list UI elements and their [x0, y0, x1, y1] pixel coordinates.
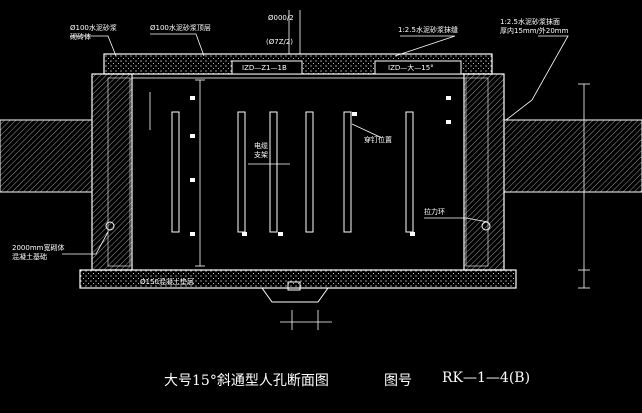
beam-left-label: IZD—Z1—1B [242, 64, 287, 72]
mortar-right-label: 1:2.5水泥砂浆抹缝 [398, 25, 458, 34]
right-duct [503, 119, 642, 193]
pulling-ring-label: 拉力环 [424, 207, 445, 216]
base-slab [79, 269, 517, 289]
mid-dim-top: Ø000/2 [268, 14, 294, 22]
cable-supports [171, 111, 414, 233]
beam-right [374, 60, 462, 75]
pulling-ring-icon [105, 221, 115, 231]
drawing-number-label: 图号 [384, 373, 412, 389]
leader-lines [62, 33, 569, 255]
beam-left [231, 60, 303, 75]
dimension-lines [149, 10, 590, 330]
left-base-note: 2000mm宽砌体混凝土基础 [12, 243, 64, 261]
support-rail [305, 111, 314, 233]
drawing-number: RK—1—4(B) [442, 370, 531, 386]
support-rail [269, 111, 278, 233]
left-wall [91, 73, 133, 271]
top-cement-label: Ø100水泥砂浆顶层 [150, 23, 211, 32]
right-wall [463, 73, 505, 271]
right-wall-inner [465, 77, 489, 267]
drawing-title: 大号15°斜通型人孔断面图 [164, 373, 329, 389]
left-duct [0, 119, 93, 193]
chamber-interior [131, 77, 465, 271]
support-rail [405, 111, 414, 233]
cable-support-label: 电缆支架 [254, 141, 268, 159]
rail-bolts [190, 96, 451, 236]
base-layer-label: Ø150混凝土垫层 [140, 277, 194, 286]
beam-right-label: IZD—大—15° [388, 63, 434, 72]
sump-pit [261, 287, 329, 303]
cover-mortar-label: Ø100水泥砂浆砌砖体 [70, 23, 117, 41]
support-rail [237, 111, 246, 233]
left-wall-inner [107, 77, 131, 267]
support-rail [171, 111, 180, 233]
mid-dim-sub: (Ø7Z/2) [266, 38, 293, 46]
sump-grate [287, 281, 301, 291]
plaster-right-label: 1:2.5水泥砂浆抹面厚内15mm/外20mm [500, 17, 569, 35]
support-rail [343, 111, 352, 233]
bracket-position-label: 穿钉位置 [364, 135, 392, 144]
